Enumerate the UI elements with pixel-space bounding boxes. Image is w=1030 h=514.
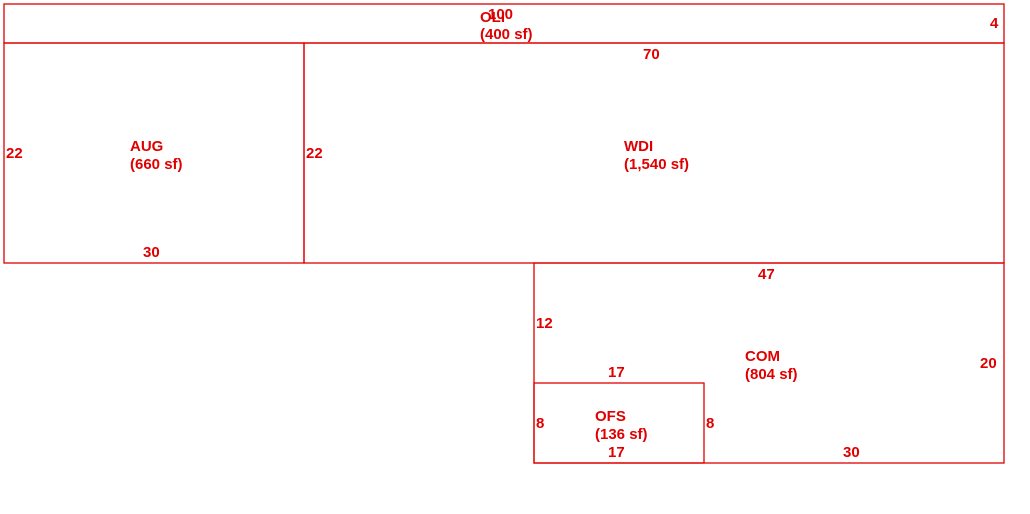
room-com-area: (804 sf) xyxy=(745,366,798,383)
room-com-dim-right: 20 xyxy=(980,355,997,372)
room-aug-dim-bottom: 30 xyxy=(143,244,160,261)
room-oli-code: OLI xyxy=(480,9,505,26)
room-ofs-dim-right: 8 xyxy=(706,415,714,432)
room-wdi-dim-top: 70 xyxy=(643,46,660,63)
room-wdi-code: WDI xyxy=(624,138,653,155)
room-aug-code: AUG xyxy=(130,138,163,155)
room-ofs[interactable]: OFS (136 sf) 17 8 8 17 xyxy=(533,364,714,464)
room-aug[interactable]: AUG (660 sf) 22 30 xyxy=(3,42,305,264)
room-wdi-outline xyxy=(303,42,1005,264)
room-oli-dim-bottom: 100 xyxy=(488,6,513,23)
room-oli[interactable]: OLI (400 sf) 100 4 xyxy=(3,3,1005,44)
room-aug-area: (660 sf) xyxy=(130,156,183,173)
room-com-outline xyxy=(533,262,1005,464)
room-com-code: COM xyxy=(745,348,780,365)
room-ofs-area: (136 sf) xyxy=(595,426,648,443)
room-aug-dim-left: 22 xyxy=(6,145,23,162)
room-com-dim-bottom: 30 xyxy=(843,444,860,461)
room-ofs-dim-top: 17 xyxy=(608,364,625,381)
room-ofs-outline xyxy=(533,382,705,464)
room-ofs-code: OFS xyxy=(595,408,626,425)
room-com-dim-top: 47 xyxy=(758,266,775,283)
room-ofs-dim-left: 8 xyxy=(536,415,544,432)
room-com[interactable]: COM (804 sf) 47 12 20 30 xyxy=(533,262,1005,464)
room-com-dim-left: 12 xyxy=(536,315,553,332)
room-wdi[interactable]: WDI (1,540 sf) 70 22 xyxy=(303,42,1005,264)
room-ofs-dim-bottom: 17 xyxy=(608,444,625,461)
room-oli-area: (400 sf) xyxy=(480,26,533,43)
room-wdi-area: (1,540 sf) xyxy=(624,156,689,173)
room-wdi-dim-left: 22 xyxy=(306,145,323,162)
room-oli-dim-right: 4 xyxy=(990,15,999,32)
